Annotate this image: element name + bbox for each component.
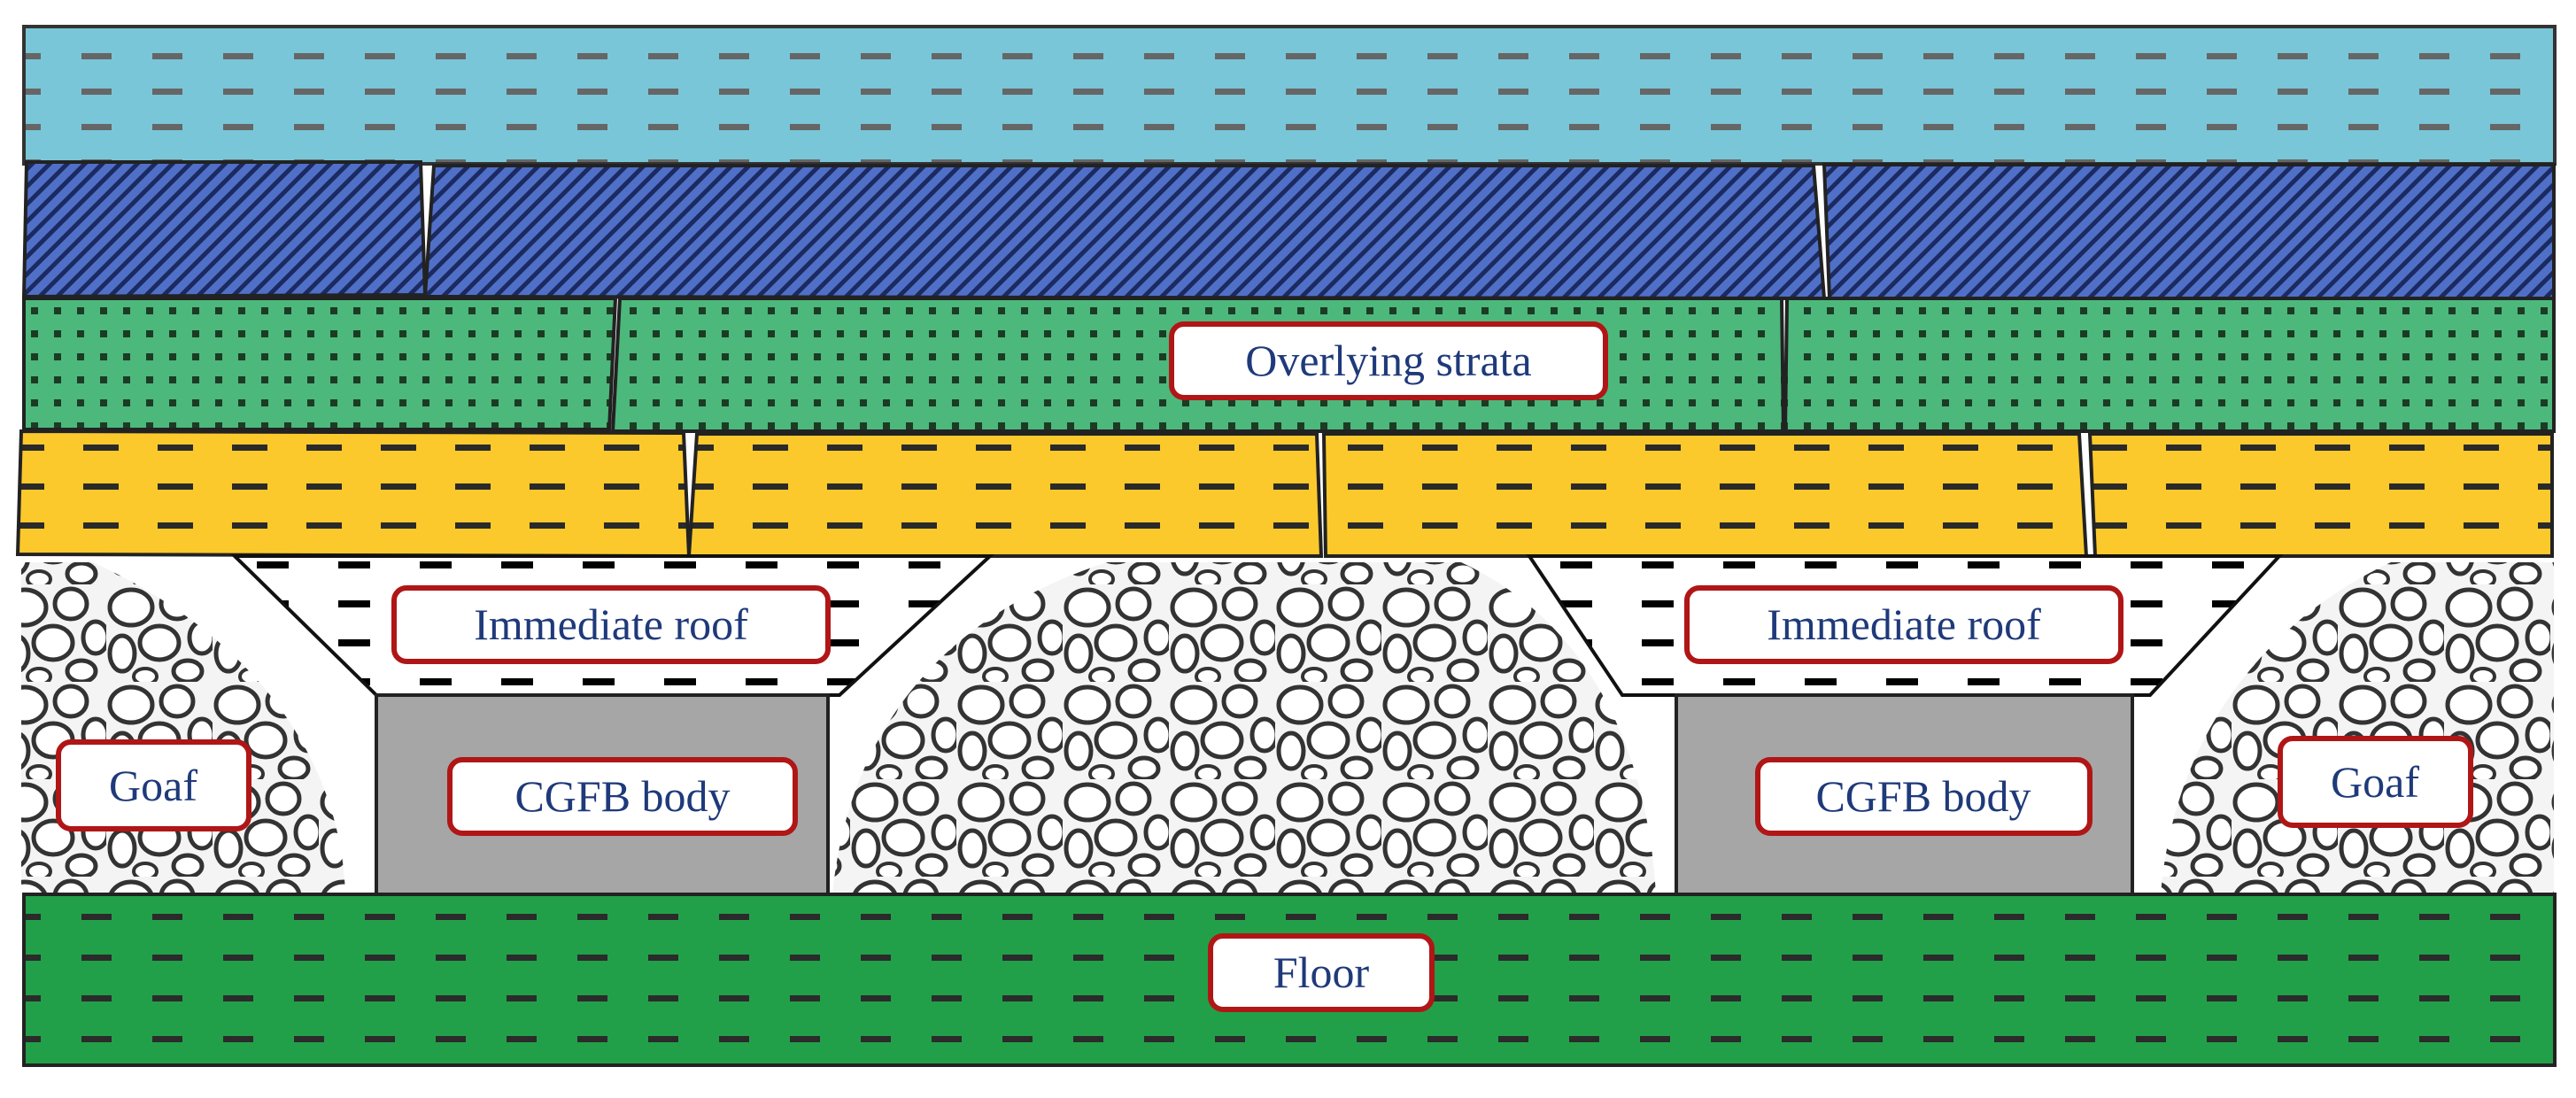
hatched-stratum xyxy=(21,160,2556,301)
dotted-block-3 xyxy=(1783,297,2556,433)
label-cgfb-body-right: CGFB body xyxy=(1755,757,2093,836)
hatched-block-2 xyxy=(422,164,1827,301)
yellow-block-2 xyxy=(686,432,1324,558)
label-cgfb-body-left: CGFB body xyxy=(447,757,798,836)
label-floor: Floor xyxy=(1208,933,1435,1012)
top-stratum xyxy=(22,25,2557,166)
hatched-block-3 xyxy=(1822,163,2556,300)
dotted-block-1 xyxy=(22,297,618,431)
label-cgfb-body-left-text: CGFB body xyxy=(514,771,730,821)
hatched-block-1 xyxy=(21,160,428,299)
label-goaf-left: Goaf xyxy=(56,739,251,831)
label-overlying-strata-text: Overlying strata xyxy=(1245,336,1532,385)
label-overlying-strata: Overlying strata xyxy=(1169,321,1608,400)
yellow-stratum xyxy=(15,429,2554,559)
yellow-block-3 xyxy=(1321,432,2089,558)
yellow-block-1 xyxy=(15,429,692,559)
label-goaf-right-text: Goaf xyxy=(2331,757,2419,807)
label-immediate-roof-left: Immediate roof xyxy=(391,585,831,664)
label-immediate-roof-right-text: Immediate roof xyxy=(1767,599,2041,649)
label-immediate-roof-left-text: Immediate roof xyxy=(474,599,748,649)
label-goaf-left-text: Goaf xyxy=(109,761,197,810)
yellow-block-4 xyxy=(2087,432,2554,558)
label-immediate-roof-right: Immediate roof xyxy=(1684,585,2123,664)
label-goaf-right: Goaf xyxy=(2278,736,2473,828)
gravel-middle xyxy=(832,562,1656,894)
label-floor-text: Floor xyxy=(1273,947,1370,997)
label-cgfb-body-right-text: CGFB body xyxy=(1815,771,2031,821)
